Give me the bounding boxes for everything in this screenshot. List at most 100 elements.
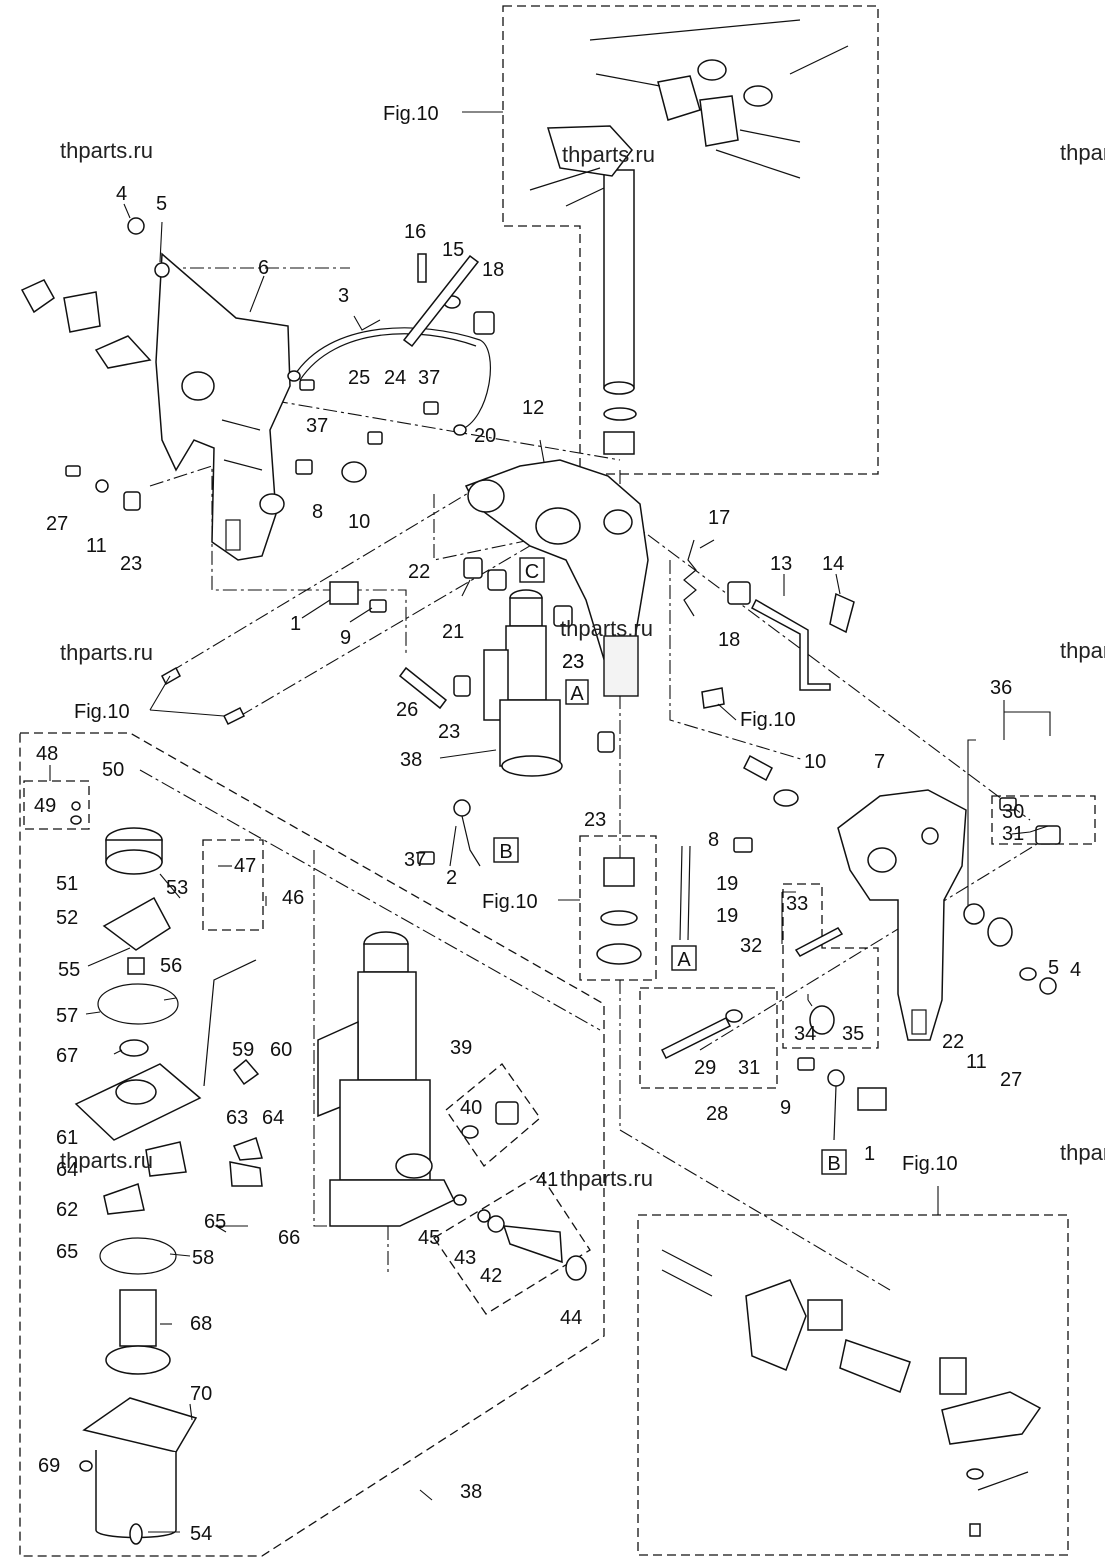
part-number: 21 xyxy=(442,621,464,643)
part-number: 2 xyxy=(446,867,457,889)
part-number: 32 xyxy=(740,935,762,957)
part-number: 11 xyxy=(966,1051,987,1073)
part-number: 37 xyxy=(418,367,440,389)
wire-19 xyxy=(679,845,691,941)
leader xyxy=(699,539,715,549)
part-number: 23 xyxy=(120,553,142,575)
part-number: 23 xyxy=(584,809,606,831)
part-number: 55 xyxy=(58,959,80,981)
part-number: 64 xyxy=(262,1107,284,1129)
bolt xyxy=(733,837,753,853)
fig10-end xyxy=(222,706,246,726)
terminal xyxy=(827,1069,845,1087)
part-number: 50 xyxy=(102,759,124,781)
part-number: 7 xyxy=(874,751,885,773)
axis-line xyxy=(433,494,531,561)
clip-44 xyxy=(565,1255,587,1281)
part-number: 9 xyxy=(780,1097,791,1119)
part-number: 41 xyxy=(536,1169,558,1191)
part-number: 10 xyxy=(348,511,370,533)
part-number: 4 xyxy=(1070,959,1081,981)
watermark: thparts.ru xyxy=(1060,140,1105,165)
part-number: 26 xyxy=(396,699,418,721)
axis-line xyxy=(239,539,541,717)
leader xyxy=(113,1049,123,1055)
part-number: 61 xyxy=(56,1127,78,1149)
part-number: 8 xyxy=(708,829,719,851)
plug-40 xyxy=(495,1101,519,1125)
axis-line xyxy=(169,491,471,673)
fig-ref-mid: Fig.10 xyxy=(740,709,796,731)
washer xyxy=(596,943,642,965)
part-number: 10 xyxy=(804,751,826,773)
leader xyxy=(87,947,131,967)
part-number: 46 xyxy=(282,887,304,909)
bolt xyxy=(369,599,387,613)
ref-box-a2: A xyxy=(671,945,697,971)
washer xyxy=(341,461,367,483)
part-number: 38 xyxy=(460,1481,482,1503)
part-number: 31 xyxy=(738,1057,760,1079)
part-number: 5 xyxy=(156,193,167,215)
group-41-region xyxy=(433,1173,591,1315)
part-number: 8 xyxy=(312,501,323,523)
group-39-region xyxy=(445,1063,541,1167)
cable-end xyxy=(453,424,467,436)
tilt-motor-region xyxy=(19,732,605,1557)
part-number: 57 xyxy=(56,1005,78,1027)
leader xyxy=(539,439,545,463)
valve-41 xyxy=(502,1225,563,1264)
pin-26 xyxy=(398,666,448,710)
part-number: 43 xyxy=(454,1247,476,1269)
part-number: 47 xyxy=(234,855,256,877)
swivel-shaft-assembly xyxy=(529,19,849,455)
group-28-region xyxy=(639,987,778,1089)
tilt-cable-inner xyxy=(299,333,477,381)
leader xyxy=(717,703,737,721)
part-number: 62 xyxy=(56,1199,78,1221)
watermark: thparts.ru xyxy=(1060,1140,1105,1165)
ref-box-a1: A xyxy=(565,679,589,705)
part-number: 45 xyxy=(418,1227,440,1249)
leader xyxy=(159,873,181,899)
axis-line xyxy=(619,980,891,1291)
leader xyxy=(214,1225,248,1233)
part-number: 40 xyxy=(460,1097,482,1119)
washer xyxy=(725,1009,743,1023)
part-number: 66 xyxy=(278,1227,300,1249)
part-number: 54 xyxy=(190,1523,212,1545)
part-number: 36 xyxy=(990,677,1012,699)
part-number: 13 xyxy=(770,553,792,575)
part-number: 22 xyxy=(408,561,430,583)
collar xyxy=(453,675,471,697)
part-number: 33 xyxy=(786,893,808,915)
watermark: thparts.ru xyxy=(60,1148,153,1173)
ref-box-letter: B xyxy=(499,841,512,863)
collar xyxy=(597,731,615,753)
bolt xyxy=(65,465,81,477)
stern-bracket-left xyxy=(20,217,495,561)
washer xyxy=(773,789,799,807)
tilt-pin-20 xyxy=(402,254,480,348)
part-number: 60 xyxy=(270,1039,292,1061)
axis-line xyxy=(627,519,1031,821)
bolt xyxy=(299,379,315,391)
spring-10 xyxy=(743,754,773,782)
fig-ref-bottom: Fig.10 xyxy=(902,1153,958,1175)
ref-box-letter: B xyxy=(827,1153,840,1175)
lever-13 xyxy=(751,598,831,691)
o-ring xyxy=(487,1215,505,1233)
o-ring xyxy=(453,1194,467,1206)
watermark: thparts.ru xyxy=(1060,638,1105,663)
axis-line xyxy=(199,387,621,461)
bolt xyxy=(295,459,313,475)
ref-box-c: C xyxy=(519,557,545,583)
part-number: 35 xyxy=(842,1023,864,1045)
part-number: 4 xyxy=(116,183,127,205)
part-number: 28 xyxy=(706,1103,728,1125)
part-number: 9 xyxy=(340,627,351,649)
part-number: 34 xyxy=(794,1023,816,1045)
part-number: 3 xyxy=(338,285,349,307)
part-number: 31 xyxy=(1002,823,1024,845)
part-number: 68 xyxy=(190,1313,212,1335)
